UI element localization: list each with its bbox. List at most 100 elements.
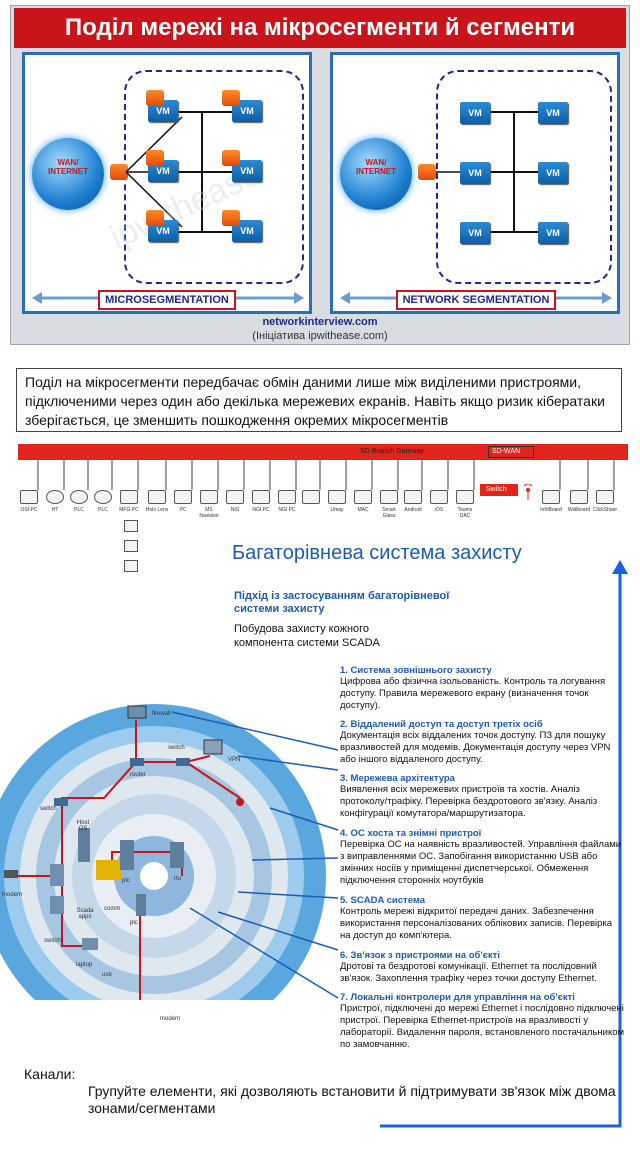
- vm-box: VM: [232, 100, 262, 122]
- gateway-bar: [18, 444, 628, 460]
- device-label: PLC: [74, 507, 84, 513]
- device-label: PLC: [98, 507, 108, 513]
- device-icon: [252, 490, 270, 504]
- vm-box: VM: [538, 102, 568, 124]
- layer-5-text: Контроль мережі відкритої передачі даних…: [340, 906, 613, 941]
- layer-4: 4. ОС хоста та знімні пристрої Перевірка…: [340, 828, 625, 887]
- layer-5-heading: 5. SCADA система: [340, 895, 426, 906]
- device-label: Umay: [330, 507, 344, 513]
- internet-globe-icon: [340, 138, 412, 210]
- device-icon: [380, 490, 398, 504]
- ring-label-modem-2: modem: [160, 1016, 181, 1022]
- device-label: MAC: [357, 507, 369, 513]
- layer-7-heading: 7. Локальні контролери для управління на…: [340, 992, 575, 1003]
- globe-label: WAN/ INTERNET: [356, 158, 396, 176]
- device-icon: [278, 490, 296, 504]
- layer-3-heading: 3. Мережева архітектура: [340, 773, 455, 784]
- device-icon: [302, 490, 320, 504]
- device-icon: [94, 490, 112, 504]
- device-icon: [120, 490, 138, 504]
- vm-box: VM: [232, 220, 262, 242]
- layer-2: 2. Віддалений доступ та доступ третіх ос…: [340, 719, 625, 766]
- layer-4-heading: 4. ОС хоста та знімні пристрої: [340, 828, 482, 839]
- device-label: MS Navision: [199, 507, 219, 519]
- ring-label-firewall: firewall: [152, 711, 171, 717]
- ring-label-switch: switch: [168, 745, 185, 751]
- channels-heading: Канали:: [24, 1066, 76, 1082]
- ring-label-scada-apps: Scada apps: [76, 908, 94, 920]
- network-segmentation-label: NETWORK SEGMENTATION: [396, 290, 556, 310]
- vm-box: VM: [460, 102, 490, 124]
- layer-7: 7. Локальні контролери для управління на…: [340, 992, 625, 1051]
- device-label: Wallboard: [567, 507, 591, 513]
- ring-label-plc: plc: [122, 878, 130, 884]
- internet-globe-icon: [32, 138, 104, 210]
- sdwan-label: SD-WAN: [492, 448, 521, 455]
- ring-label-host-os: Host OS: [76, 820, 90, 832]
- device-links: [37, 460, 615, 490]
- switch-box: [480, 484, 518, 496]
- microsegmentation-label: MICROSEGMENTATION: [98, 290, 236, 310]
- microsegmentation-callout: Поділ на мікросегменти передбачає обмін …: [16, 368, 622, 432]
- device-icon: [20, 490, 38, 504]
- device-icon: [354, 490, 372, 504]
- device-label: MFG PC: [119, 507, 139, 513]
- ring-label-switch-3: switch: [44, 938, 61, 944]
- ring-label-router: router: [130, 772, 146, 778]
- vm-firewall-icon: [222, 210, 240, 226]
- defense-subtitle-scada: Побудова захисту кожного компонента сист…: [234, 623, 380, 649]
- device-label: Smart Glass: [382, 507, 396, 519]
- device-icon: [456, 490, 474, 504]
- layer-7-text: Пристрої, підключені до мережі Ethernet …: [340, 1003, 625, 1050]
- credit-note: (Ініціатива ipwithease.com): [252, 330, 388, 342]
- layer-6-heading: 6. Зв'язок з пристроями на об'єкті: [340, 950, 500, 961]
- vm-box: VM: [232, 160, 262, 182]
- ring-label-plc-2: plc: [130, 920, 138, 926]
- vm-firewall-icon: [146, 150, 164, 166]
- device-icon: [174, 490, 192, 504]
- ring-label-laptop: laptop: [76, 962, 93, 968]
- mfg-device-icon: [124, 540, 138, 552]
- device-label: ClickShare: [592, 507, 618, 513]
- mfg-device-icon: [124, 520, 138, 532]
- vm-box: VM: [460, 162, 490, 184]
- ring-label-modem: modem: [2, 892, 23, 898]
- vm-box: VM: [538, 162, 568, 184]
- device-label: Holo Lens: [145, 507, 169, 513]
- device-icon: [570, 490, 588, 504]
- device-icon: [70, 490, 88, 504]
- device-icon: [200, 490, 218, 504]
- ring-label-switch-2: switch: [40, 806, 57, 812]
- ring-label-comm: comm: [104, 906, 121, 912]
- device-label: HT: [51, 507, 59, 513]
- mfg-device-icon: [124, 560, 138, 572]
- defense-title: Багаторівнева система захисту: [232, 542, 522, 564]
- ring-label-rtu: rtu: [174, 876, 182, 882]
- microsegmentation-links: ipwithease: [32, 111, 304, 304]
- layer-1: 1. Система зовнішнього захисту Цифрова а…: [340, 665, 625, 712]
- device-label: Android: [404, 507, 422, 513]
- defense-subtitle: Підхід із застосуванням багаторівневої с…: [234, 590, 450, 615]
- layer-1-heading: 1. Система зовнішнього захисту: [340, 665, 492, 676]
- channels-text: Групуйте елементи, які дозволяють встано…: [88, 1083, 616, 1116]
- device-label: OSI PC: [20, 507, 38, 513]
- layer-6: 6. Зв'язок з пристроями на об'єкті Дрото…: [340, 950, 625, 985]
- vm-box: VM: [538, 222, 568, 244]
- device-icon: [542, 490, 560, 504]
- device-label: Teams DAC: [457, 507, 473, 519]
- device-icon: [430, 490, 448, 504]
- device-label: iOS: [434, 507, 444, 513]
- channel-arrow: [380, 560, 628, 1128]
- device-icon: [148, 490, 166, 504]
- layer-3-text: Виявлення всіх мережевих пристроїв та хо…: [340, 784, 598, 819]
- vm-firewall-icon: [146, 90, 164, 106]
- device-icon: [404, 490, 422, 504]
- ring-label-usb: usb: [102, 972, 112, 978]
- device-icon: [328, 490, 346, 504]
- device-label: NGI PC: [278, 507, 296, 513]
- layer-1-text: Цифрова або фізична ізольованість. Контр…: [340, 676, 606, 711]
- device-icon: [596, 490, 614, 504]
- defense-rings: [0, 704, 339, 1000]
- layer-4-text: Перевірка ОС на наявність вразливостей. …: [340, 839, 622, 886]
- device-label: PC: [179, 507, 187, 513]
